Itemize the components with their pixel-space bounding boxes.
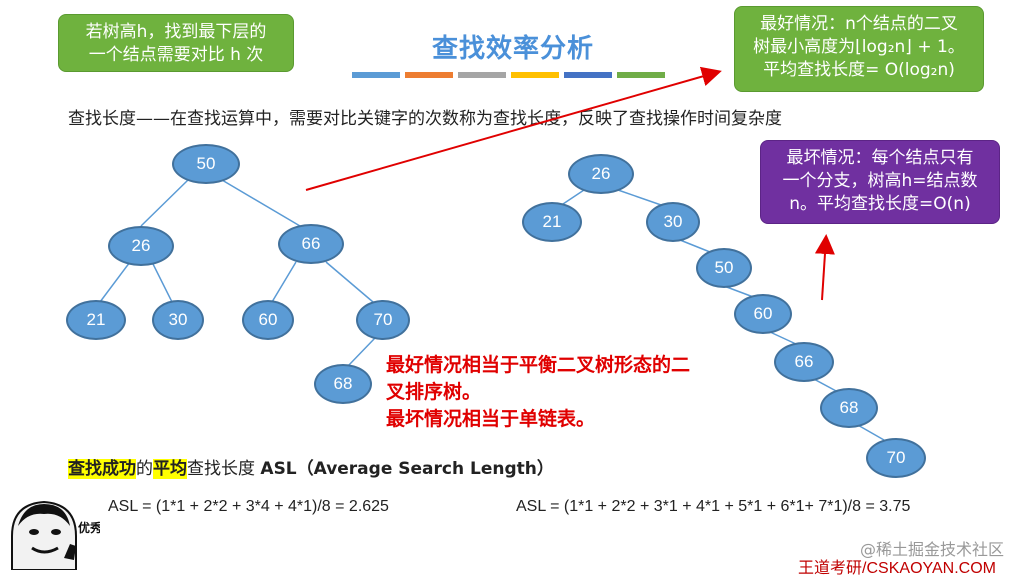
tree-node: 60 [242,300,294,340]
note-line: 最好情况相当于平衡二叉树形态的二 [386,352,690,379]
asl-heading: 查找成功的平均查找长度 ASL（Average Search Length） [68,454,554,479]
tree-node: 30 [646,202,700,242]
tree-node: 50 [696,248,752,288]
tree-node: 26 [568,154,634,194]
meme-face-image: 优秀 [4,496,100,570]
tree-node: 66 [278,224,344,264]
tree-node: 30 [152,300,204,340]
tree-node: 68 [820,388,878,428]
tree-node: 21 [66,300,126,340]
brand-footer: 王道考研/CSKAOYAN.COM [798,554,996,578]
highlight-text: 平均 [153,459,187,479]
tree-node: 70 [356,300,410,340]
balanced-tree-edges [100,180,375,366]
tree-node: 68 [314,364,372,404]
worst-case-arrow [822,238,826,300]
tree-node: 21 [522,202,582,242]
heading-text: 查找长度 [187,459,260,479]
tree-node: 26 [108,226,174,266]
note-line: 最坏情况相当于单链表。 [386,406,690,433]
highlight-text: 查找成功 [68,459,136,479]
tree-node: 50 [172,144,240,184]
note-line: 叉排序树。 [386,379,690,406]
heading-text: ASL（Average Search Length） [260,459,553,479]
tree-node: 66 [774,342,834,382]
tree-node: 60 [734,294,792,334]
heading-text: 的 [136,459,153,479]
comparison-note: 最好情况相当于平衡二叉树形态的二 叉排序树。 最坏情况相当于单链表。 [386,352,690,433]
asl-formula-chain: ASL = (1*1 + 2*2 + 3*1 + 4*1 + 5*1 + 6*1… [516,498,910,516]
tree-node: 70 [866,438,926,478]
asl-formula-balanced: ASL = (1*1 + 2*2 + 3*4 + 4*1)/8 = 2.625 [108,498,389,516]
best-case-arrow [306,72,718,190]
meme-caption: 优秀 [78,520,100,535]
